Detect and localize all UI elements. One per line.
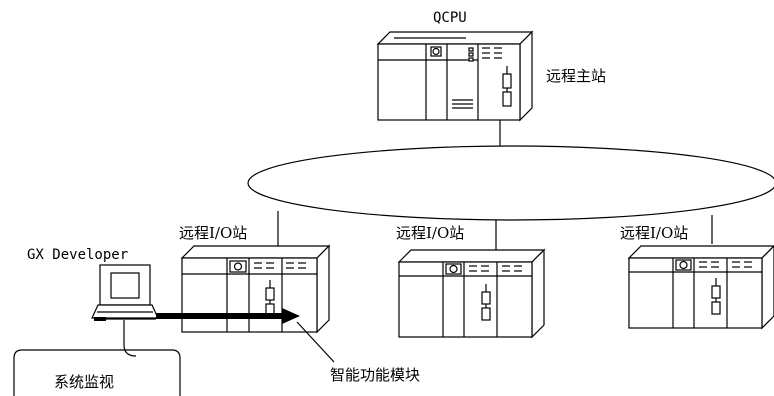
monitor-cable bbox=[123, 320, 137, 357]
system-monitor-label: 系统监视 bbox=[54, 373, 114, 391]
gx-developer-label: GX Developer bbox=[27, 247, 128, 263]
data-flow-arrow bbox=[156, 308, 300, 324]
laptop-icon bbox=[91, 264, 159, 321]
master-station-label: 远程主站 bbox=[546, 67, 606, 85]
module-pointer-line bbox=[296, 321, 335, 363]
qcpu-label: QCPU bbox=[433, 10, 467, 26]
intelligent-module-label: 智能功能模块 bbox=[330, 366, 420, 384]
remote-io-3-label: 远程I/O站 bbox=[620, 224, 688, 242]
master-station-plc-icon bbox=[376, 30, 534, 122]
remote-io-3-plc-icon bbox=[627, 245, 774, 330]
network-ellipse bbox=[247, 145, 774, 221]
remote-io-2-label: 远程I/O站 bbox=[396, 224, 464, 242]
remote-io-2-plc-icon bbox=[397, 248, 546, 339]
system-monitor-callout bbox=[13, 349, 181, 396]
remote-io-1-label: 远程I/O站 bbox=[179, 224, 247, 242]
remote-io-1-plc-icon bbox=[180, 244, 331, 334]
